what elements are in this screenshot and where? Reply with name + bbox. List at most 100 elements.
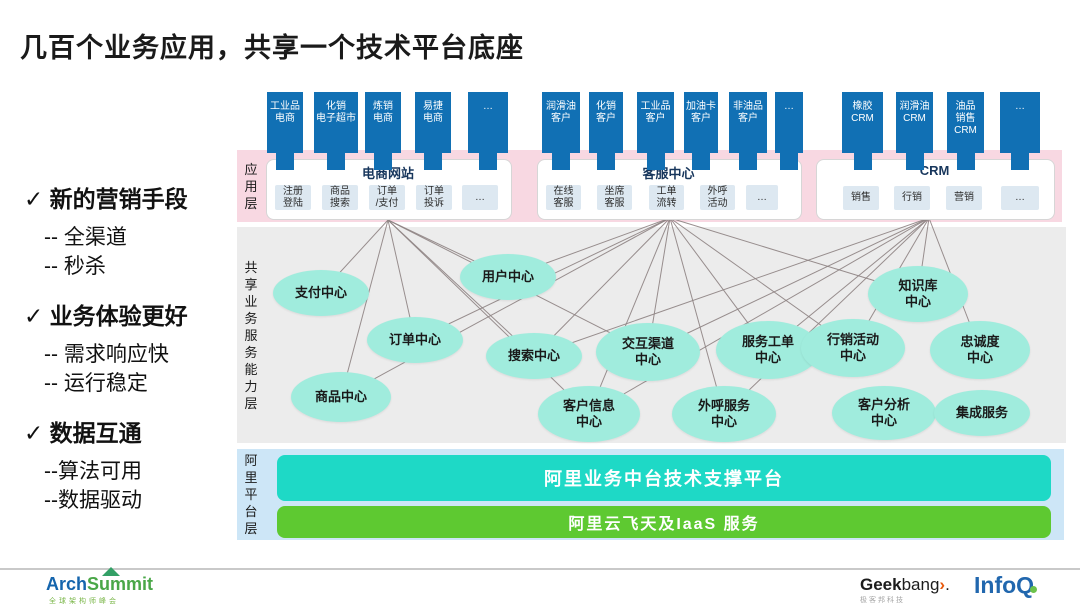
layer-label-char: 层 — [244, 395, 258, 411]
wire-service-search — [533, 217, 671, 357]
archsummit-subtitle: 全球架构师峰会 — [49, 598, 119, 605]
app-box-leg — [853, 153, 872, 170]
layer-label-char: 层 — [244, 195, 258, 211]
infoq-logo: InfoQ — [974, 572, 1038, 599]
capability-node-knowledge: 知识库 中心 — [868, 266, 968, 322]
wire-crm-search — [533, 217, 930, 357]
app-group-title: CRM — [919, 163, 950, 178]
layer-label-char: 应 — [244, 161, 258, 177]
app-box-leg — [1011, 153, 1029, 170]
layer-label-char: 用 — [244, 178, 258, 194]
ali-cloud-iaas-bar: 阿里云飞天及IaaS 服务 — [277, 506, 1051, 538]
app-module: 坐席 客服 — [597, 185, 632, 210]
layer-label-char: 享 — [244, 276, 258, 292]
capability-node-search: 搜索中心 — [486, 333, 582, 379]
app-box: 非油品 客户 — [729, 92, 767, 153]
app-module: 在线 客服 — [546, 185, 581, 210]
layer-label-char: 业 — [244, 293, 258, 309]
app-box: 易捷 电商 — [415, 92, 451, 153]
app-box: 润滑油 CRM — [896, 92, 933, 153]
capability-node-custanalysis: 客户分析 中心 — [832, 386, 936, 440]
app-box-leg — [905, 153, 924, 170]
mountain-icon — [102, 567, 120, 576]
app-group-title: 客服中心 — [642, 166, 695, 181]
capability-node-marketing: 行销活动 中心 — [801, 319, 905, 377]
benefit-item: --算法可用 — [44, 460, 142, 483]
geekbang-dot: . — [945, 575, 950, 594]
app-box-leg — [692, 153, 710, 170]
app-module: … — [1001, 186, 1039, 210]
benefit-group: ✓ 数据互通--算法可用--数据驱动 — [24, 414, 239, 515]
capability-node-channel: 交互渠道 中心 — [596, 323, 700, 381]
layer-label-app: 应用层 — [238, 150, 264, 222]
app-box: 炼销 电商 — [365, 92, 401, 153]
layer-label-char: 务 — [244, 310, 258, 326]
archsummit-text-summit: Summit — [87, 574, 154, 594]
app-box-leg — [327, 153, 345, 170]
app-module: 销售 — [843, 186, 879, 210]
app-box-leg — [780, 153, 798, 170]
app-module: 外呼 活动 — [700, 185, 735, 210]
app-box: 加油卡 客户 — [684, 92, 718, 153]
wire-ecommerce-search — [387, 219, 535, 357]
wire-crm-custinfo — [588, 217, 930, 415]
capability-node-goods: 商品中心 — [291, 372, 391, 422]
layer-label-char: 平 — [244, 487, 258, 502]
app-module: 营销 — [946, 186, 982, 210]
layer-label-capability: 共享业务服务能力层 — [238, 227, 264, 443]
capability-node-pay: 支付中心 — [273, 270, 369, 316]
app-box-leg — [597, 153, 615, 170]
app-module: 订单 /支付 — [369, 185, 405, 210]
layer-label-char: 里 — [244, 470, 258, 485]
app-box-leg — [479, 153, 497, 170]
app-box-leg — [276, 153, 294, 170]
infoq-q-tail-icon — [1030, 586, 1038, 593]
app-box-leg — [739, 153, 757, 170]
app-box: 工业品 客户 — [637, 92, 674, 153]
archsummit-logo: ArchSummit 全球架构师峰会 — [46, 567, 154, 606]
app-box-leg — [552, 153, 570, 170]
app-box: 化销 电子超市 — [314, 92, 358, 153]
app-module: 工单 流转 — [649, 185, 684, 210]
capability-node-outbound: 外呼服务 中心 — [672, 386, 776, 442]
layer-label-char: 台 — [244, 504, 258, 519]
page-title: 几百个业务应用，共享一个技术平台底座 — [20, 33, 524, 63]
capability-node-integration: 集成服务 — [934, 390, 1030, 436]
layer-label-platform: 阿里平台层 — [238, 449, 264, 540]
app-module: … — [462, 185, 498, 210]
benefit-item: -- 需求响应快 — [44, 343, 169, 366]
app-box: 化销 客户 — [589, 92, 623, 153]
capability-node-order: 订单中心 — [367, 317, 463, 363]
app-module: 注册 登陆 — [275, 185, 311, 210]
layer-label-char: 共 — [244, 259, 258, 275]
app-box-leg — [956, 153, 975, 170]
app-box: … — [468, 92, 508, 153]
wire-service-goods — [340, 217, 671, 398]
layer-label-char: 阿 — [244, 453, 258, 468]
app-box: 工业品 电商 — [267, 92, 303, 153]
capability-node-loyalty: 忠诚度 中心 — [930, 321, 1030, 379]
benefit-item: --数据驱动 — [44, 489, 142, 512]
benefit-item: -- 全渠道 — [44, 226, 127, 249]
capability-node-custinfo: 客户信息 中心 — [538, 386, 640, 442]
benefit-item: -- 秒杀 — [44, 255, 106, 278]
app-box: … — [1000, 92, 1040, 153]
layer-label-char: 层 — [244, 521, 258, 536]
app-box-leg — [424, 153, 442, 170]
geekbang-text-geek: Geek — [860, 575, 902, 594]
app-box: 油品 销售 CRM — [947, 92, 984, 153]
app-box: 润滑油 客户 — [542, 92, 580, 153]
geekbang-arrow-icon: › — [939, 575, 946, 594]
wire-crm-channel — [647, 217, 930, 353]
footer-divider — [0, 568, 1080, 570]
benefit-header: ✓ 新的营销手段 — [24, 186, 188, 212]
wire-service-custinfo — [588, 217, 671, 415]
app-box-leg — [646, 153, 665, 170]
benefit-group: ✓ 业务体验更好-- 需求响应快-- 运行稳定 — [24, 297, 239, 398]
app-box: 橡胶 CRM — [842, 92, 883, 153]
app-module: 行销 — [894, 186, 930, 210]
wire-crm-outbound — [723, 217, 930, 415]
wire-service-outbound — [669, 217, 725, 415]
app-module: 商品 搜索 — [322, 185, 358, 210]
